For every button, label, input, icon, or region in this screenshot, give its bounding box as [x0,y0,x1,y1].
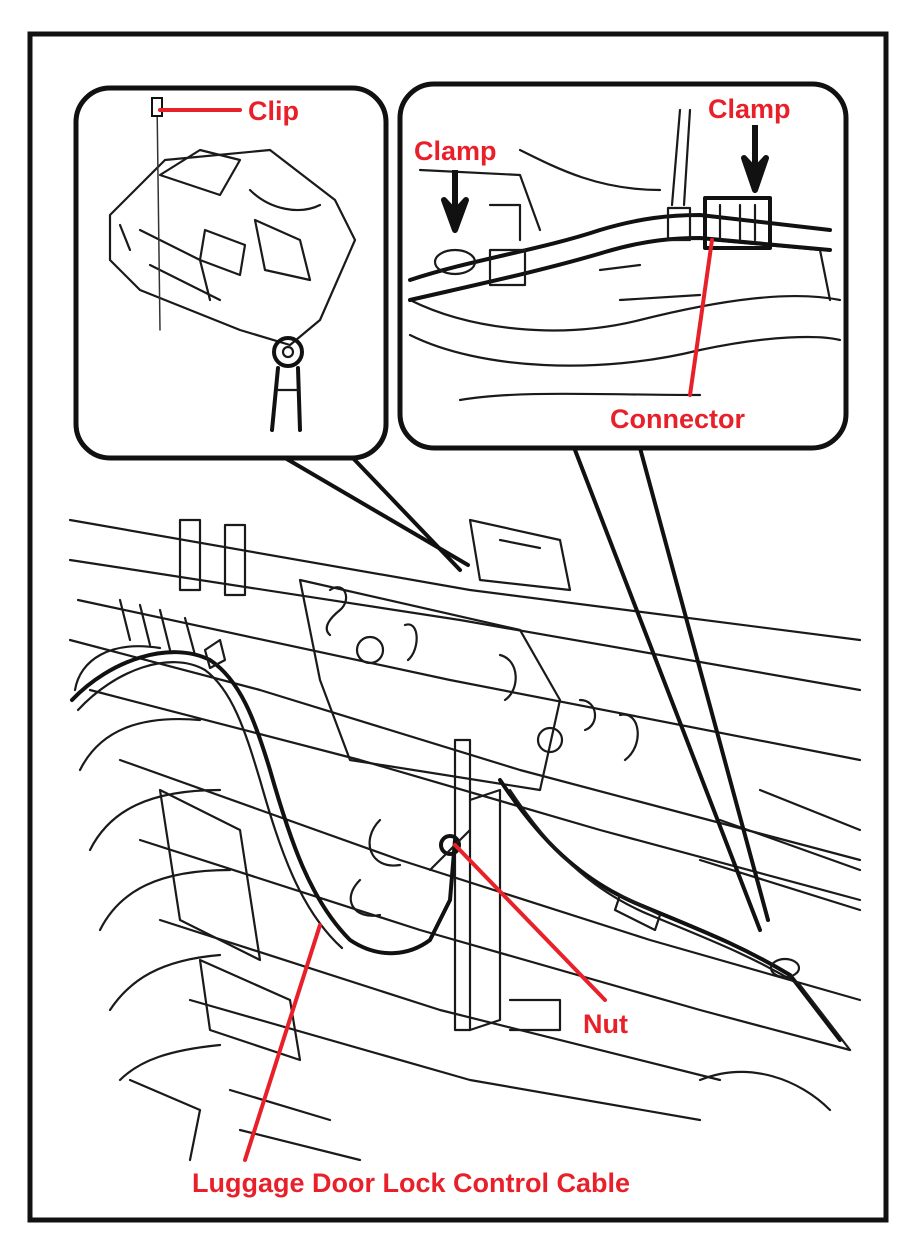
connector-inset [397,81,849,932]
labels: Clip Clamp Clamp Connector Nut Luggage D… [192,94,791,1198]
clamp-arrow-left-icon [441,170,469,233]
clip-inset [73,85,470,572]
inset-pointer-left-2 [278,453,470,567]
nut-label: Nut [583,1009,628,1039]
leader-lines [158,108,714,1162]
clip-label: Clip [248,96,299,126]
cable-leader [243,923,322,1162]
main-assembly-drawing [68,518,862,1162]
cable-label: Luggage Door Lock Control Cable [192,1168,630,1198]
nut-leader [453,843,607,1002]
connector-leader [688,238,714,397]
inset-pointer-right-1 [638,446,770,922]
clamp-label-left: Clamp [414,136,497,166]
connector-label: Connector [610,404,745,434]
clamp-label-right: Clamp [708,94,791,124]
inset-pointer-right-2 [573,448,762,932]
clamp-arrow-right-icon [741,125,769,193]
